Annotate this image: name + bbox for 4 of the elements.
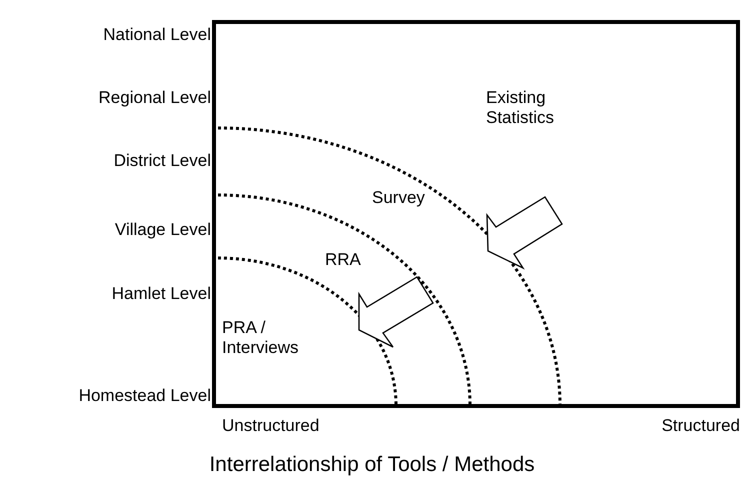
diagram-title: Interrelationship of Tools / Methods	[208, 452, 536, 478]
axis-label: Survey	[372, 188, 425, 208]
axis-label: Village Level	[114, 220, 211, 240]
axis-label: Regional Level	[98, 88, 211, 108]
